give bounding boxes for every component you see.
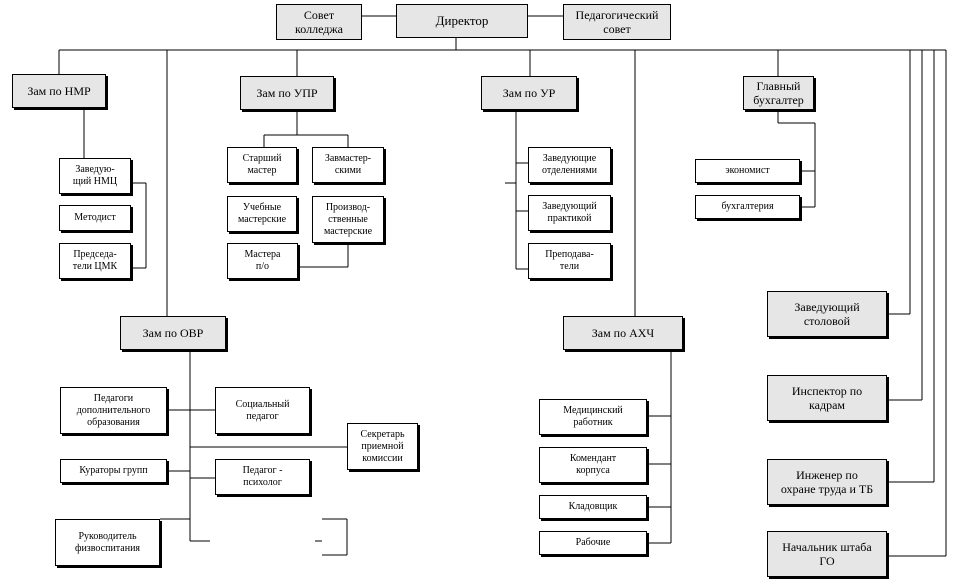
civil-defense-chief-box: Начальник штаба ГО (767, 531, 887, 577)
medical-worker-box: Медицинский работник (539, 399, 647, 435)
building-commandant-box: Комендант корпуса (539, 447, 647, 483)
safety-engineer-box: Инженер по охране труда и ТБ (767, 459, 887, 505)
deputy-ahch-box: Зам по АХЧ (563, 316, 683, 350)
teachers-box: Преподава- тели (528, 243, 611, 279)
practice-head-box: Заведующий практикой (528, 195, 611, 231)
senior-master-box: Старший мастер (227, 147, 297, 183)
psychologist-box: Педагог - психолог (215, 459, 310, 495)
workshops-head-box: Завмастер- скими (312, 147, 384, 183)
head-nmc-box: Заведую- щий НМЦ (59, 158, 131, 194)
pedagogical-council-box: Педагогический совет (563, 4, 671, 40)
chief-accountant-box: Главный бухгалтер (743, 76, 814, 110)
college-council-box: Совет колледжа (276, 4, 362, 40)
workers-box: Рабочие (539, 531, 647, 555)
social-teacher-box: Социальный педагог (215, 387, 310, 434)
hr-inspector-box: Инспектор по кадрам (767, 375, 887, 421)
cmk-chairs-box: Председа- тели ЦМК (59, 243, 131, 279)
director-box: Директор (396, 4, 528, 38)
extra-education-teachers-box: Педагоги дополнительного образования (60, 387, 167, 434)
deputy-ur-box: Зам по УР (481, 76, 577, 110)
economist-box: экономист (695, 159, 800, 183)
training-workshops-box: Учебные мастерские (227, 196, 297, 232)
methodist-box: Методист (59, 205, 131, 231)
department-heads-box: Заведующие отделениями (528, 147, 611, 183)
production-workshops-box: Производ- ственные мастерские (312, 196, 384, 243)
pe-head-box: Руководитель физвоспитания (55, 519, 160, 566)
deputy-nmr-box: Зам по НМР (12, 74, 106, 108)
deputy-ovr-box: Зам по ОВР (120, 316, 226, 350)
masters-po-box: Мастера п/о (227, 243, 298, 279)
storekeeper-box: Кладовщик (539, 495, 647, 519)
canteen-head-box: Заведующий столовой (767, 291, 887, 337)
deputy-upr-box: Зам по УПР (240, 76, 334, 110)
accounting-box: бухгалтерия (695, 195, 800, 219)
group-curators-box: Кураторы групп (60, 459, 167, 483)
admissions-secretary-box: Секретарь приемной комиссии (347, 423, 418, 470)
